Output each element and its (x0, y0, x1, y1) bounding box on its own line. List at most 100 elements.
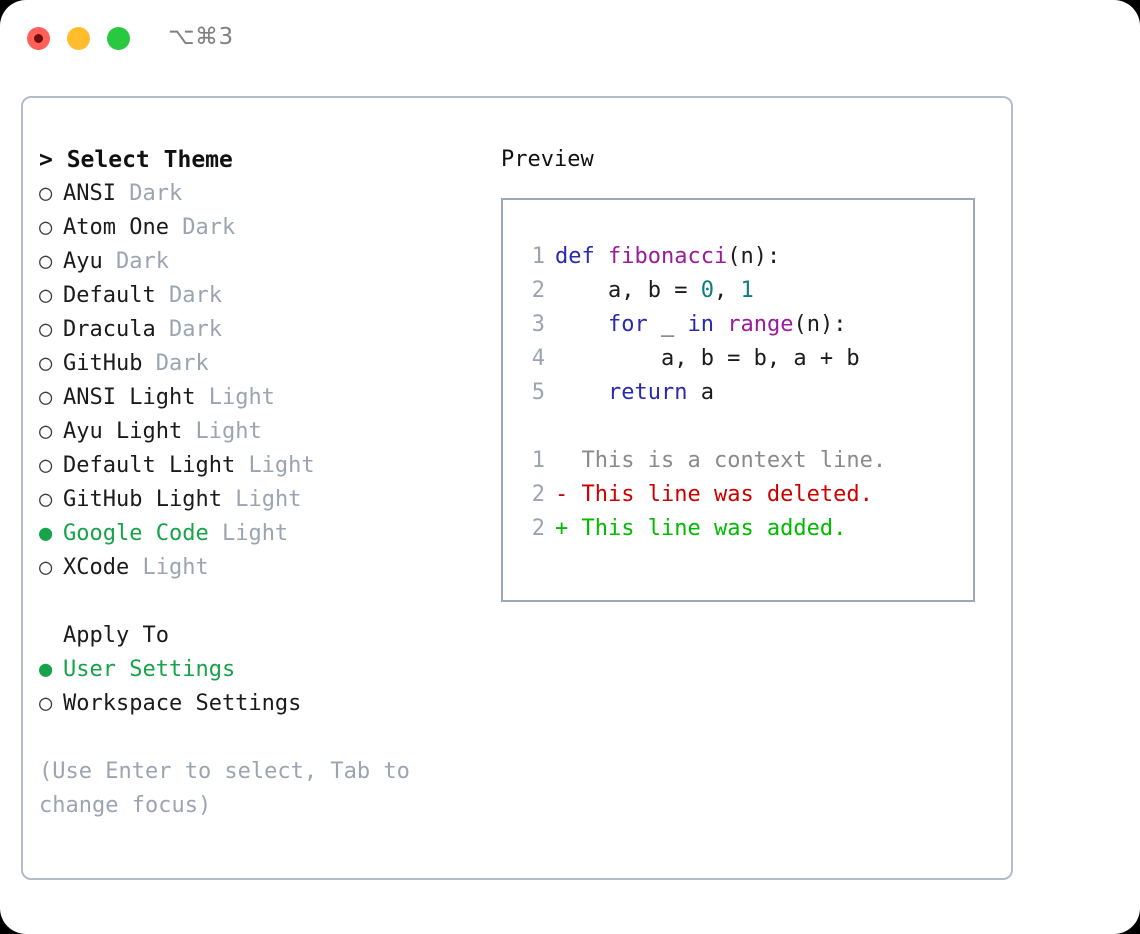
label-gap (209, 521, 222, 546)
window-title: ⌥⌘3 (168, 24, 234, 50)
radio-selected-icon: ● (39, 657, 53, 682)
close-window-button[interactable] (27, 27, 50, 50)
theme-option-list[interactable]: ○ANSI Dark○Atom One Dark○Ayu Dark○Defaul… (39, 177, 489, 585)
radio-unselected-icon: ○ (39, 283, 53, 308)
theme-list-column: > Select Theme ○ANSI Dark○Atom One Dark○… (39, 143, 489, 823)
code-token: 0 (700, 278, 714, 303)
line-number: 2 (531, 516, 545, 541)
theme-option-label: Default Light (63, 453, 236, 478)
code-token: in (687, 312, 714, 337)
apply-to-option-label: User Settings (63, 657, 236, 682)
code-token: a (687, 380, 714, 405)
minimize-window-button[interactable] (67, 27, 90, 50)
theme-variant-tag: Dark (155, 351, 209, 376)
code-token (714, 312, 727, 337)
apply-to-option-list[interactable]: ● User Settings ○ Workspace Settings (39, 653, 489, 721)
maximize-window-button[interactable] (107, 27, 130, 50)
diff-text: This line was deleted. (581, 482, 873, 507)
theme-option-label: GitHub (63, 351, 143, 376)
radio-unselected-icon: ○ (39, 215, 53, 240)
theme-option-label: Atom One (63, 215, 169, 240)
code-token: for (607, 312, 648, 337)
code-line: 4 a, b = b, a + b (519, 342, 860, 376)
line-number: 5 (531, 380, 545, 405)
diff-marker: - (555, 482, 582, 507)
diff-line-ctx: 1 This is a context line. (519, 444, 886, 478)
code-token: a, b = b, a + b (555, 346, 860, 371)
theme-option-default-light[interactable]: ○Default Light Light (39, 449, 489, 483)
diff-line-add: 2+ This line was added. (519, 512, 886, 546)
theme-option-ayu-light[interactable]: ○Ayu Light Light (39, 415, 489, 449)
diff-text: This line was added. (581, 516, 847, 541)
label-gap (116, 181, 129, 206)
theme-option-ayu[interactable]: ○Ayu Dark (39, 245, 489, 279)
apply-to-option-user-settings[interactable]: ● User Settings (39, 653, 489, 687)
theme-option-label: ANSI (63, 181, 116, 206)
radio-unselected-icon: ○ (39, 351, 53, 376)
theme-variant-tag: Light (221, 521, 289, 546)
theme-option-github-light[interactable]: ○ GitHub Light Light (39, 483, 489, 517)
label-gap (129, 555, 142, 580)
code-token: (n): (793, 312, 847, 337)
code-token (555, 380, 608, 405)
code-token (555, 312, 608, 337)
code-token: 1 (740, 278, 754, 303)
label-gap (222, 487, 235, 512)
theme-option-dracula[interactable]: ○Dracula Dark (39, 313, 489, 347)
apply-to-option-workspace-settings[interactable]: ○ Workspace Settings (39, 687, 489, 721)
keyboard-hint: (Use Enter to select, Tab to change focu… (39, 759, 410, 818)
code-line: 3 for _ in range(n): (519, 308, 860, 342)
list-spacer (39, 585, 489, 619)
label-gap (195, 385, 208, 410)
theme-option-github[interactable]: ○ GitHub Dark (39, 347, 489, 381)
label-gap (235, 453, 248, 478)
theme-variant-tag: Dark (168, 317, 222, 342)
line-number: 1 (531, 244, 545, 269)
theme-option-google-code[interactable]: ●Google Code Light (39, 517, 489, 551)
code-line: 2 a, b = 0, 1 (519, 274, 860, 308)
code-token: range (727, 312, 794, 337)
theme-selector-panel: > Select Theme ○ANSI Dark○Atom One Dark○… (21, 96, 1013, 880)
radio-unselected-icon: ○ (39, 691, 53, 716)
theme-option-label: Dracula (63, 317, 156, 342)
diff-line-del: 2- This line was deleted. (519, 478, 886, 512)
theme-option-ansi[interactable]: ○ANSI Dark (39, 177, 489, 211)
radio-unselected-icon: ○ (39, 249, 53, 274)
radio-unselected-icon: ○ (39, 419, 53, 444)
code-token: return (607, 380, 688, 405)
theme-variant-tag: Light (142, 555, 209, 580)
theme-option-label: Default (63, 283, 156, 308)
theme-variant-tag: Dark (182, 215, 236, 240)
label-gap (103, 249, 116, 274)
theme-variant-tag: Light (235, 487, 302, 512)
theme-option-default[interactable]: ○Default Dark (39, 279, 489, 313)
title-bar: ⌥⌘3 (0, 0, 1140, 78)
theme-variant-tag: Dark (116, 249, 169, 274)
radio-unselected-icon: ○ (39, 453, 53, 478)
theme-option-xcode[interactable]: ○XCode Light (39, 551, 489, 585)
theme-option-label: GitHub Light (63, 487, 222, 512)
select-theme-header: > Select Theme (39, 147, 233, 173)
apply-to-header: Apply To (63, 623, 169, 648)
preview-title: Preview (501, 147, 594, 172)
line-number: 2 (531, 278, 545, 303)
theme-option-atom-one[interactable]: ○ Atom One Dark (39, 211, 489, 245)
radio-unselected-icon: ○ (39, 181, 53, 206)
theme-option-label: Ayu Light (63, 419, 183, 444)
diff-marker (555, 448, 582, 473)
theme-variant-tag: Light (208, 385, 275, 410)
apply-to-option-label: Workspace Settings (63, 691, 302, 716)
code-token: (n): (727, 244, 781, 269)
label-gap (156, 283, 169, 308)
theme-option-label: XCode (63, 555, 130, 580)
line-number: 4 (531, 346, 545, 371)
label-gap (169, 215, 182, 240)
theme-option-ansi-light[interactable]: ○ANSI Light Light (39, 381, 489, 415)
code-token: def (555, 244, 608, 269)
theme-option-label: ANSI Light (63, 385, 196, 410)
radio-unselected-icon: ○ (39, 487, 53, 512)
label-gap (156, 317, 169, 342)
